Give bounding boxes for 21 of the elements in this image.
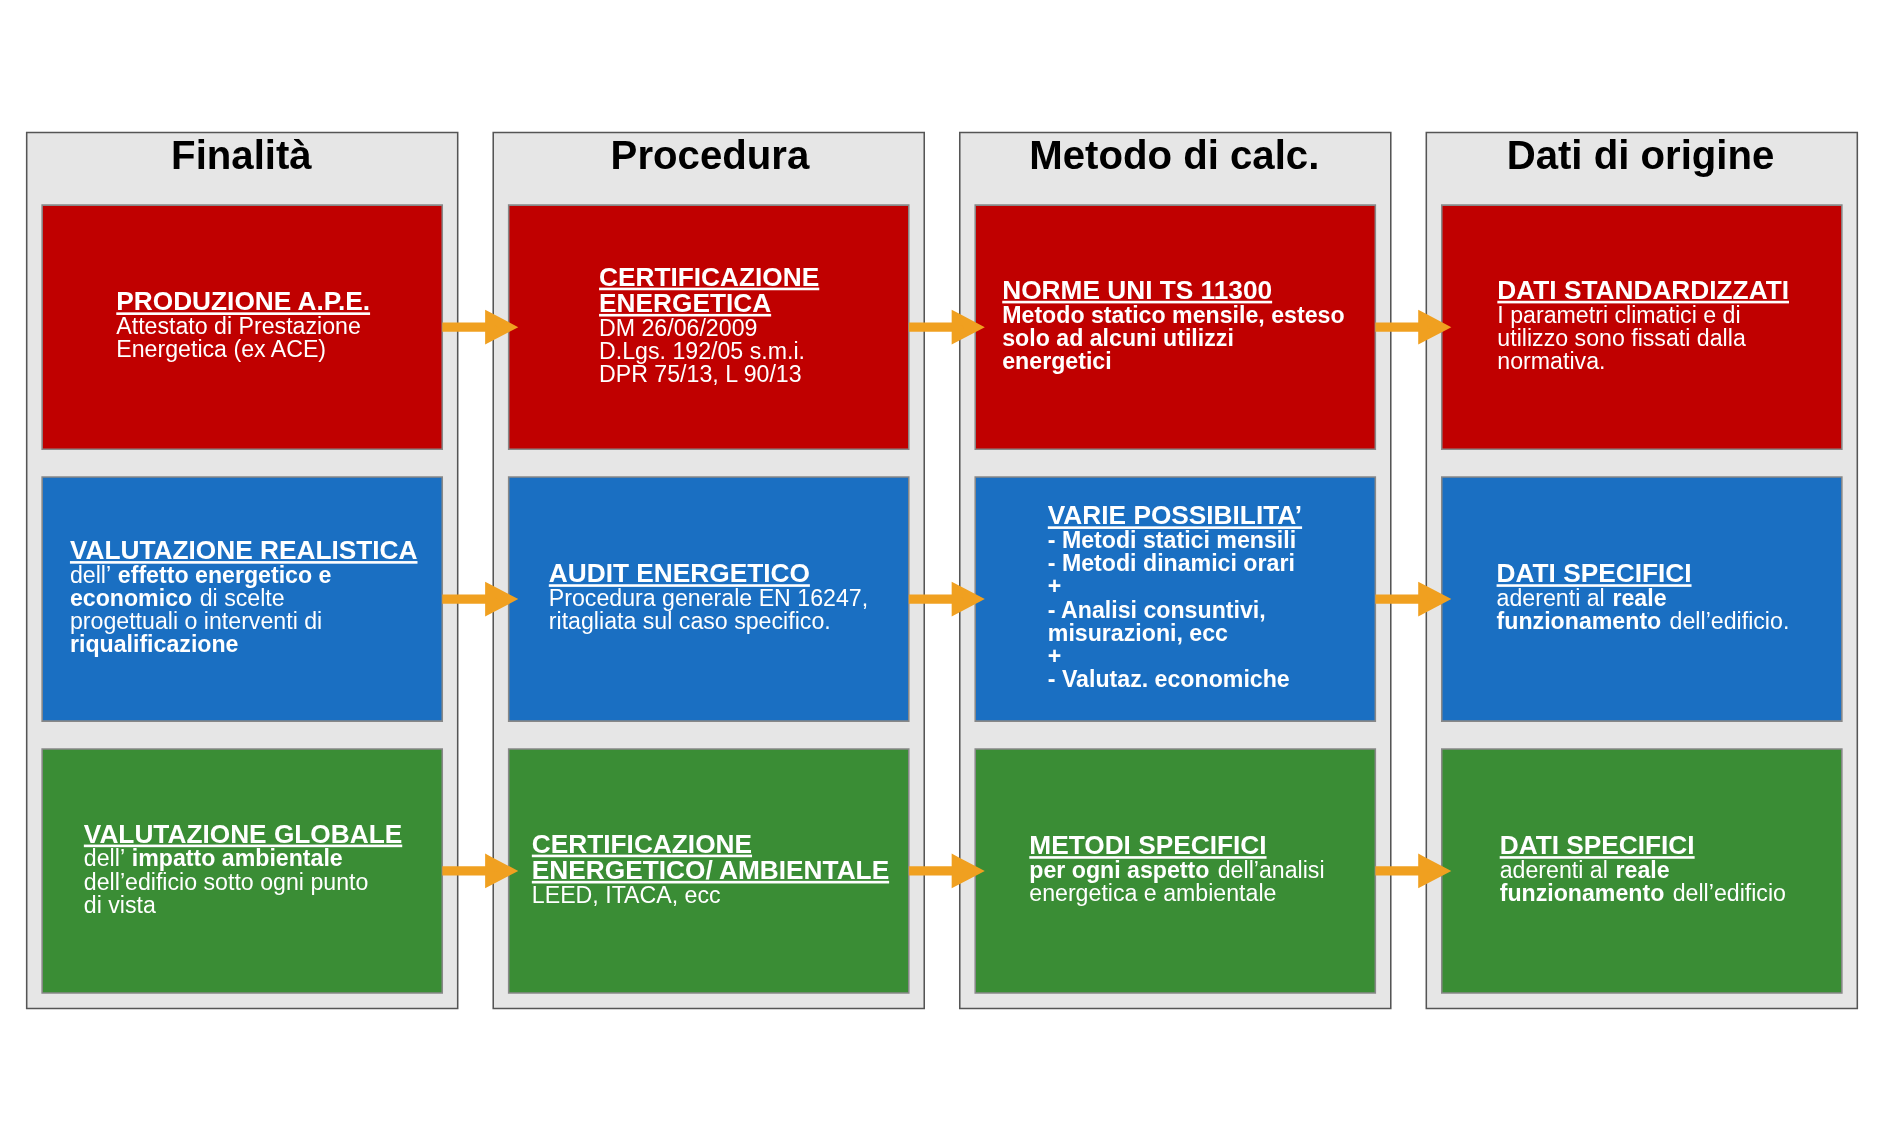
arrow [442,309,519,345]
node-box: AUDIT ENERGETICO Procedura generale EN 16247, ritagliata sul caso specifico. [507,476,910,722]
node-box: METODI SPECIFICI per ogni aspetto dell’analisi energetica e ambientale [974,748,1377,994]
node-box: PRODUZIONE A.P.E. Attestato di Prestazione Energetica (ex ACE) [41,204,443,450]
node-box: DATI SPECIFICI aderenti al reale funzionamento dell’edificio [1441,748,1843,994]
arrow [908,853,985,889]
node-box: CERTIFICAZIONE ENERGETICO/ AMBIENTALE LEED, ITACA, ecc [507,748,910,994]
node-box: VARIE POSSIBILITA’ - Metodi statici mensili - Metodi dinamici orari + - Analisi consuntivi, misurazioni, ecc + - Valutaz. economiche [974,476,1377,722]
node-box: NORME UNI TS 11300 Metodo statico mensile, esteso solo ad alcuni utilizzi energetici [974,204,1377,450]
arrow [442,581,519,617]
arrow [908,309,985,345]
arrow [1375,309,1452,345]
arrow [442,853,519,889]
arrow [908,581,985,617]
node-box: VALUTAZIONE REALISTICA dell’effetto energetico e economico di scelte progettuali o interventi di riqualificazione [41,476,443,722]
node-box: VALUTAZIONE GLOBALE dell’impatto ambientale dell’edificio sotto ogni punto di vista [41,748,443,994]
node-box: CERTIFICAZIONE ENERGETICA DM 26/06/2009 D.Lgs. 192/05 s.m.i. DPR 75/13, L 90/13 [507,204,910,450]
node-box: DATI SPECIFICI aderenti al reale funzionamento dell’edificio. [1441,476,1843,722]
node-box: DATI STANDARDIZZATI I parametri climatici e di utilizzo sono fissati dalla normativa. [1441,204,1843,450]
arrow [1375,581,1452,617]
arrow [1375,853,1452,889]
